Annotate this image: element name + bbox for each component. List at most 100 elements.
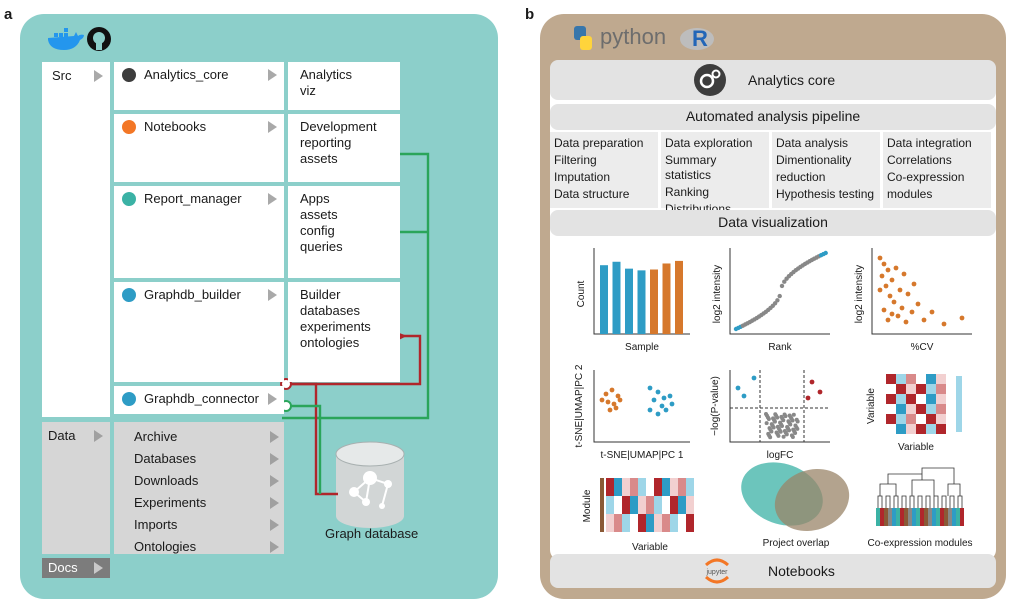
heatmap-cell xyxy=(906,374,916,384)
volcano-point xyxy=(788,422,793,427)
heatmap-cell xyxy=(896,404,906,414)
axis-label: Variable xyxy=(632,542,668,553)
cluster-point xyxy=(655,411,661,417)
module-notebooks[interactable]: Notebooks xyxy=(114,114,284,182)
dendro-cell xyxy=(892,508,896,526)
volcano-point xyxy=(795,419,800,424)
src-folder[interactable]: Src xyxy=(42,62,110,417)
heatmap-cell xyxy=(896,374,906,384)
data-item[interactable]: Downloads xyxy=(126,470,279,492)
content-item: Apps xyxy=(300,191,330,206)
data-item[interactable]: Imports xyxy=(126,514,279,536)
dendro-cell xyxy=(876,508,880,526)
panel-a-label: a xyxy=(4,6,13,23)
module-cell xyxy=(630,514,638,532)
volcano-point xyxy=(778,429,783,434)
content-item: ontologies xyxy=(300,335,360,350)
volcano-point xyxy=(771,425,776,430)
module-cell xyxy=(686,496,694,514)
pipeline-label: Automated analysis pipeline xyxy=(685,108,861,124)
cv-point xyxy=(959,315,965,321)
dendro-cell xyxy=(944,508,948,526)
module-arrow-icon xyxy=(268,121,277,133)
module-graphdb-connector[interactable]: Graphdb_connector xyxy=(114,386,284,414)
data-item[interactable]: Archive xyxy=(126,426,279,448)
docs-folder[interactable]: Docs xyxy=(42,558,110,578)
heatmap-cell xyxy=(916,414,926,424)
heatmap-cell xyxy=(936,404,946,414)
data-item[interactable]: Ontologies xyxy=(126,536,279,558)
volcano-point xyxy=(780,424,784,428)
cv-point xyxy=(893,265,899,271)
heatmap-cell xyxy=(886,374,896,384)
axis-label: Variable xyxy=(898,442,934,453)
module-cell xyxy=(670,496,678,514)
module-cell xyxy=(606,478,614,496)
plot-axes xyxy=(729,370,830,443)
module-name: Analytics_core xyxy=(144,67,229,82)
pipeline-step: Correlations xyxy=(887,153,952,167)
volcano-point xyxy=(772,419,777,424)
heatmap-cell xyxy=(926,404,936,414)
data-item[interactable]: Databases xyxy=(126,448,279,470)
volcano-point xyxy=(817,389,823,395)
src-arrow-icon xyxy=(94,70,103,82)
module-cell xyxy=(662,514,670,532)
r-logo-icon xyxy=(680,28,714,50)
module-cell xyxy=(678,478,686,496)
data-arrow-icon xyxy=(94,430,103,442)
docker-icon xyxy=(48,28,84,50)
heatmap-cell xyxy=(886,414,896,424)
axis-label: log2 intensity xyxy=(854,265,865,323)
pipeline-step: Co-expression xyxy=(887,170,965,184)
dendrogram xyxy=(877,467,963,508)
cluster-point xyxy=(609,387,615,393)
cluster-point xyxy=(617,397,623,403)
bar xyxy=(637,270,646,334)
volcano-point xyxy=(764,421,769,426)
module-report-manager[interactable]: Report_manager xyxy=(114,186,284,278)
pipeline-step: Hypothesis testing xyxy=(776,187,875,201)
module-cell xyxy=(646,514,654,532)
volcano-point xyxy=(787,428,792,433)
pipeline-step: Data analysis xyxy=(776,136,849,150)
heatmap-cell xyxy=(936,414,946,424)
volcano-point xyxy=(809,379,815,385)
cv-point xyxy=(889,311,895,317)
dendro-cell xyxy=(916,508,920,526)
data-folder[interactable]: Data xyxy=(42,422,110,554)
heatmap-cell xyxy=(896,424,906,434)
cluster-point xyxy=(651,397,657,403)
module-cell xyxy=(622,496,630,514)
heatmap-cell xyxy=(936,374,946,384)
module-arrow-icon xyxy=(268,69,277,81)
axis-label: t-SNE|UMAP|PC 1 xyxy=(601,450,684,461)
module-analytics-core[interactable]: Analytics_core xyxy=(114,62,284,110)
data-item[interactable]: Experiments xyxy=(126,492,279,514)
pipeline-step: Data structure xyxy=(554,187,630,201)
cv-point xyxy=(897,287,903,293)
module-cell xyxy=(670,478,678,496)
module-cell xyxy=(614,514,622,532)
visualization-bar: Data visualization xyxy=(550,210,996,236)
module-name: Notebooks xyxy=(144,119,207,134)
heatmap-cell xyxy=(896,394,906,404)
heatmap-cell xyxy=(916,424,926,434)
cv-point xyxy=(881,261,887,267)
heatmap-cell xyxy=(886,404,896,414)
module-cell xyxy=(646,478,654,496)
module-graphdb-builder[interactable]: Graphdb_builder xyxy=(114,282,284,382)
cv-point xyxy=(941,321,947,327)
dendro-cell xyxy=(924,508,928,526)
module-cell xyxy=(686,478,694,496)
cv-point xyxy=(877,287,883,293)
